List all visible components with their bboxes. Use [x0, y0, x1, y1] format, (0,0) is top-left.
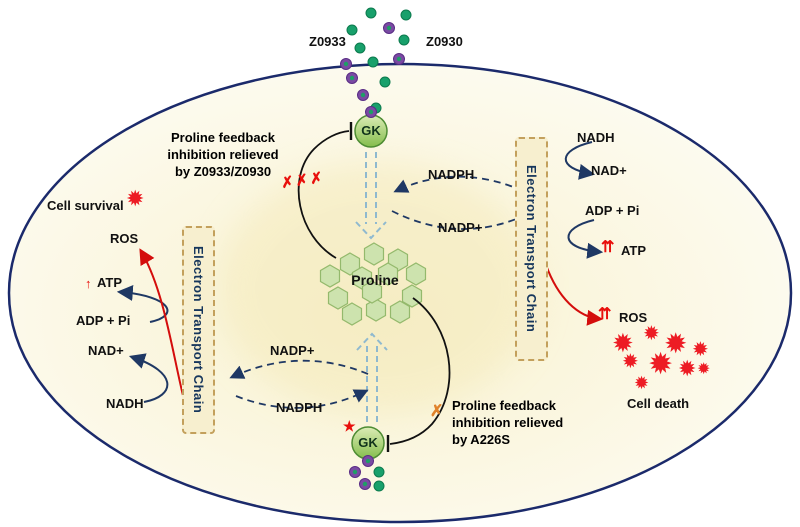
adp-pi-right-label: ADP + Pi — [585, 203, 640, 218]
cell-death-burst-icon: ✹ — [612, 328, 634, 358]
a226s-mutation-star-icon: ★ — [343, 418, 356, 434]
cell-death-burst-icon: ✹ — [697, 361, 711, 378]
cell-death-burst-icon: ✹ — [634, 373, 650, 393]
arrow-adp-to-atp-left — [116, 285, 169, 323]
cell-survival-burst-icon: ✹ — [126, 186, 145, 211]
etc-left-label: Electron Transport Chain — [191, 246, 206, 414]
atp-increase-right-icon: ⇈ — [601, 239, 615, 256]
nadp-right-cycle-label: NADP+ — [438, 220, 483, 235]
right-feedback-line1: Proline feedback — [452, 398, 557, 413]
cell-death-burst-icon: ✹ — [648, 348, 674, 381]
atp-increase-left-icon: ↑ — [85, 276, 92, 291]
cell-death-burst-icon: ✹ — [692, 339, 709, 361]
inhibitor-dot — [346, 72, 358, 84]
electron-transport-chain-right: Electron Transport Chain — [515, 137, 548, 361]
right-feedback-annotation: Proline feedback inhibition relieved by … — [452, 398, 592, 449]
left-feedback-line1: Proline feedback — [170, 130, 276, 145]
feedback-inhibition-left — [297, 122, 353, 259]
nad-left-label: NAD+ — [88, 343, 124, 358]
nad-right-label: NAD+ — [591, 163, 627, 178]
arrow-gk-top-to-proline — [355, 152, 387, 240]
left-feedback-line3: by Z0933/Z0930 — [174, 163, 272, 179]
compound-z0933-label: Z0933 — [309, 34, 346, 49]
nadph-right-cycle-label: NADPH — [428, 167, 475, 182]
ros-right-label: ROS — [619, 310, 648, 325]
atp-right-label: ATP — [621, 243, 647, 258]
relieved-inhibition-single-x-icon: ✗ — [430, 403, 444, 420]
nadph-cycle-left — [229, 359, 369, 409]
etc-right-label: Electron Transport Chain — [524, 165, 539, 333]
proline-label: Proline — [351, 272, 399, 288]
substrate-dots-top — [340, 7, 412, 114]
nadph-left-cycle-label: NADPH — [276, 400, 323, 415]
inhibitor-dot — [357, 89, 369, 101]
arrow-etc-to-ros-right — [545, 264, 604, 326]
inhibitor-dot — [393, 53, 405, 65]
ros-left-label: ROS — [110, 231, 139, 246]
gk-top-label: GK — [361, 123, 381, 138]
arrow-nadh-to-nad-right — [564, 141, 596, 180]
nadh-left-label: NADH — [106, 396, 144, 411]
electron-transport-chain-left: Electron Transport Chain — [182, 226, 215, 434]
arrow-adp-to-atp-right — [567, 219, 604, 259]
nadp-left-cycle-label: NADP+ — [270, 343, 315, 358]
cell-survival-label: Cell survival — [47, 198, 124, 213]
right-feedback-line2: inhibition relieved — [452, 414, 564, 430]
left-feedback-annotation: Proline feedback inhibition relieved by … — [148, 130, 298, 181]
ros-increase-right-icon: ⇈ — [598, 306, 612, 323]
right-etc-arrows — [545, 141, 604, 326]
inhibitor-dot — [340, 58, 352, 70]
gk-bottom-label: GK — [358, 435, 378, 450]
nadh-right-label: NADH — [577, 130, 615, 145]
arrow-nadh-to-nad-left — [128, 353, 169, 403]
compound-z0930-label: Z0930 — [426, 34, 463, 49]
gk-enzyme-bottom — [349, 426, 385, 492]
right-feedback-line3: by A226S — [452, 431, 511, 447]
arrow-gk-bottom-to-proline — [356, 332, 388, 424]
cell-death-burst-icon: ✹ — [664, 328, 688, 359]
cell-death-burst-icon: ✹ — [643, 323, 660, 345]
left-feedback-line2: inhibition relieved — [167, 146, 279, 162]
adp-pi-left-label: ADP + Pi — [76, 313, 131, 328]
cell-death-label: Cell death — [627, 396, 690, 411]
inhibitor-dot — [383, 22, 395, 34]
atp-left-label: ATP — [97, 275, 123, 290]
feedback-inhibition-right — [386, 297, 451, 452]
gk-enzyme-top — [354, 106, 388, 148]
cell-death-burst-icon: ✹ — [622, 351, 639, 373]
cell-death-burst-icon: ✹ — [678, 356, 697, 381]
